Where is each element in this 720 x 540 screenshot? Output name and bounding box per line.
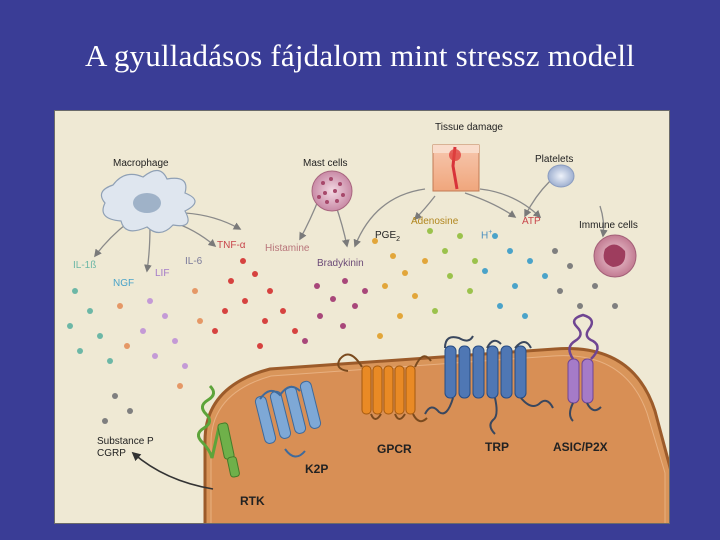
gpcr-receptor: [361, 365, 416, 415]
label-adenosine: Adenosine: [411, 216, 459, 227]
label-macrophage: Macrophage: [113, 158, 169, 169]
label-tissue-damage: Tissue damage: [435, 122, 503, 133]
label-gpcr: GPCR: [377, 442, 412, 456]
mast-cell: [311, 170, 353, 212]
label-h-plus: H+: [481, 229, 492, 241]
label-trp: TRP: [485, 440, 509, 454]
label-mast-cells: Mast cells: [303, 158, 348, 169]
label-cgrp: CGRP: [97, 448, 126, 459]
slide-title: A gyulladásos fájdalom mint stressz mode…: [85, 38, 635, 73]
label-immune-cells: Immune cells: [579, 220, 638, 231]
label-platelets: Platelets: [535, 154, 574, 165]
label-tnf-alpha: TNF-α: [217, 240, 246, 251]
label-lif: LIF: [155, 268, 170, 279]
pge2-text: PGE: [375, 230, 397, 241]
label-il1b: IL-1ß: [73, 260, 97, 271]
neuropeptide-release-arrow: [131, 451, 214, 490]
pge2-subscript: 2: [396, 236, 401, 243]
h-plus-text: H: [481, 230, 489, 242]
k2p-receptor: [254, 380, 322, 444]
diagram-graphics: [67, 144, 669, 523]
label-asic-p2x: ASIC/P2X: [553, 440, 608, 454]
label-substance-p: Substance P: [97, 436, 154, 447]
label-pge2: PGE2: [375, 230, 401, 244]
mediator-molecules: [67, 228, 618, 424]
label-il6: IL-6: [185, 256, 203, 267]
label-k2p: K2P: [305, 462, 329, 476]
label-bradykinin: Bradykinin: [317, 258, 364, 269]
signal-arrows: [94, 180, 608, 273]
trp-receptor: [444, 345, 527, 399]
rtk-receptor: [197, 384, 240, 478]
label-histamine: Histamine: [265, 243, 310, 254]
h-plus-superscript: +: [488, 229, 493, 236]
damaged-tissue: [432, 144, 480, 192]
label-rtk: RTK: [240, 494, 265, 508]
label-atp: ATP: [522, 216, 541, 227]
label-ngf: NGF: [113, 278, 135, 289]
platelet-cell: [547, 164, 575, 188]
inflammatory-pain-diagram: Tissue damage Macrophage Mast cells Plat…: [54, 110, 670, 524]
